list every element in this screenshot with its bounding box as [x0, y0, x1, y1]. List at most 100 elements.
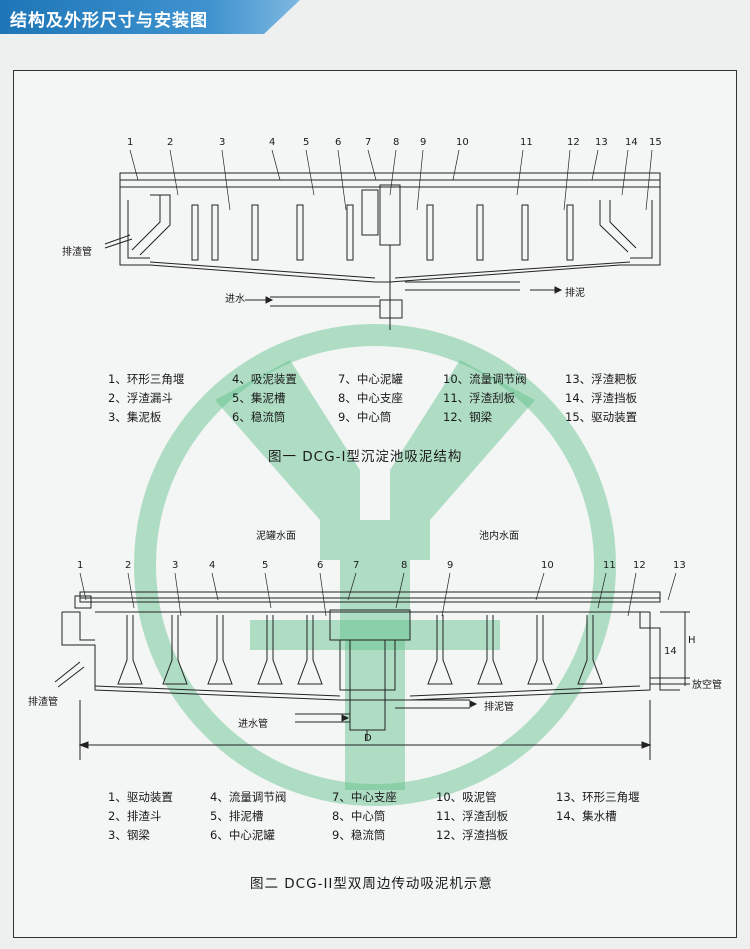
fig2-part-number: 9: [447, 560, 454, 571]
leader-line: [416, 149, 424, 211]
leader-line: [667, 572, 677, 601]
leader-line: [319, 572, 327, 617]
fig1-part-number: 5: [303, 137, 310, 148]
fig1-part-number: 2: [167, 137, 174, 148]
suction-column: [346, 204, 354, 261]
leader-line: [367, 149, 377, 181]
leader-line: [452, 149, 460, 181]
legend-item: 5、排泥槽: [210, 809, 264, 823]
fig2-part-number: 7: [353, 560, 360, 571]
legend-item: 2、排渣斗: [108, 809, 162, 823]
leader-line: [597, 572, 607, 609]
fig2-part-number: 14: [664, 646, 677, 657]
suction-funnel: [117, 615, 143, 685]
fig2-part-number: 5: [262, 560, 269, 571]
legend-item: 13、环形三角堰: [556, 790, 640, 804]
leader-line: [347, 572, 357, 601]
leader-line: [563, 149, 571, 211]
leader-line: [221, 149, 231, 211]
fig2-part-number: 2: [125, 560, 132, 571]
suction-funnel: [527, 615, 553, 685]
leader-line: [127, 572, 135, 609]
fig1-part-number: 3: [219, 137, 226, 148]
suction-column: [191, 204, 199, 261]
fig1-part-number: 8: [393, 137, 400, 148]
legend-item: 3、钢梁: [108, 828, 150, 842]
suction-column: [521, 204, 529, 261]
fig2-inlet-pipe-label: 进水管: [238, 719, 268, 730]
figure1-legend-col2: 4、吸泥装置 5、集泥槽 6、稳流筒: [232, 370, 297, 427]
leader-line: [621, 149, 629, 196]
suction-funnel: [257, 615, 283, 685]
fig2-part-number: 4: [209, 560, 216, 571]
legend-item: 7、中心泥罐: [338, 372, 403, 386]
legend-item: 4、流量调节阀: [210, 790, 287, 804]
fig2-pool-water-label: 池内水面: [479, 531, 519, 542]
leader-line: [129, 149, 139, 181]
figure2-legend-col5: 13、环形三角堰 14、集水槽: [556, 788, 640, 826]
leader-line: [169, 149, 179, 196]
figure1-legend-col1: 1、环形三角堰 2、浮渣漏斗 3、集泥板: [108, 370, 184, 427]
suction-column: [426, 204, 434, 261]
leader-line: [627, 572, 637, 617]
leader-line: [79, 572, 87, 601]
figure2-legend-col3: 7、中心支座 8、中心筒 9、稳流筒: [332, 788, 397, 845]
legend-item: 6、稳流筒: [232, 410, 286, 424]
fig1-slag-pipe-label: 排渣管: [62, 247, 92, 258]
figure2-legend-col1: 1、驱动装置 2、排渣斗 3、钢梁: [108, 788, 173, 845]
fig1-part-number: 13: [595, 137, 608, 148]
fig1-part-number: 11: [520, 137, 533, 148]
fig1-part-number: 15: [649, 137, 662, 148]
fig2-part-number: 10: [541, 560, 554, 571]
fig1-part-number: 1: [127, 137, 134, 148]
fig2-dim-d-label: D: [364, 733, 372, 744]
suction-funnel: [162, 615, 188, 685]
suction-column: [211, 204, 219, 261]
leader-line: [441, 572, 451, 617]
fig1-part-number: 4: [269, 137, 276, 148]
leader-line: [591, 149, 599, 181]
legend-item: 2、浮渣漏斗: [108, 391, 173, 405]
suction-funnel: [477, 615, 503, 685]
suction-funnel: [297, 615, 323, 685]
leader-line: [389, 149, 397, 196]
suction-funnel: [577, 615, 603, 685]
leader-line: [395, 572, 405, 609]
legend-item: 1、驱动装置: [108, 790, 173, 804]
fig1-part-number: 7: [365, 137, 372, 148]
fig2-tank-water-label: 泥罐水面: [256, 531, 296, 542]
fig2-mud-pipe-label: 排泥管: [484, 702, 514, 713]
fig2-drain-pipe-label: 放空管: [692, 680, 722, 691]
fig2-part-number: 3: [172, 560, 179, 571]
leader-line: [516, 149, 524, 196]
leader-line: [645, 149, 653, 211]
figure2-caption: 图二 DCG-II型双周边传动吸泥机示意: [250, 876, 493, 892]
fig2-part-number: 6: [317, 560, 324, 571]
leader-line: [535, 572, 545, 601]
fig1-mud-out-label: 排泥: [565, 288, 585, 299]
figure2-legend-col2: 4、流量调节阀 5、排泥槽 6、中心泥罐: [210, 788, 286, 845]
legend-item: 15、驱动装置: [565, 410, 638, 424]
fig1-part-number: 10: [456, 137, 469, 148]
drawing-frame: [13, 70, 737, 938]
figure1-caption: 图一 DCG-I型沉淀池吸泥结构: [268, 449, 463, 465]
legend-item: 3、集泥板: [108, 410, 162, 424]
legend-item: 11、浮渣刮板: [443, 391, 516, 405]
header-banner: [0, 0, 300, 34]
legend-item: 10、流量调节阀: [443, 372, 527, 386]
leader-line: [337, 149, 347, 211]
leader-line: [264, 572, 272, 609]
suction-column: [476, 204, 484, 261]
figure1-legend-col5: 13、浮渣耙板 14、浮渣挡板 15、驱动装置: [565, 370, 637, 427]
leader-line: [211, 572, 219, 601]
legend-item: 7、中心支座: [332, 790, 397, 804]
fig1-part-number: 6: [335, 137, 342, 148]
legend-item: 4、吸泥装置: [232, 372, 297, 386]
leader-line: [305, 149, 315, 196]
page-title: 结构及外形尺寸与安装图: [10, 11, 208, 31]
legend-item: 12、浮渣挡板: [436, 828, 509, 842]
fig2-dim-h-label: H: [688, 635, 696, 646]
fig2-part-number: 11: [603, 560, 616, 571]
legend-item: 1、环形三角堰: [108, 372, 185, 386]
